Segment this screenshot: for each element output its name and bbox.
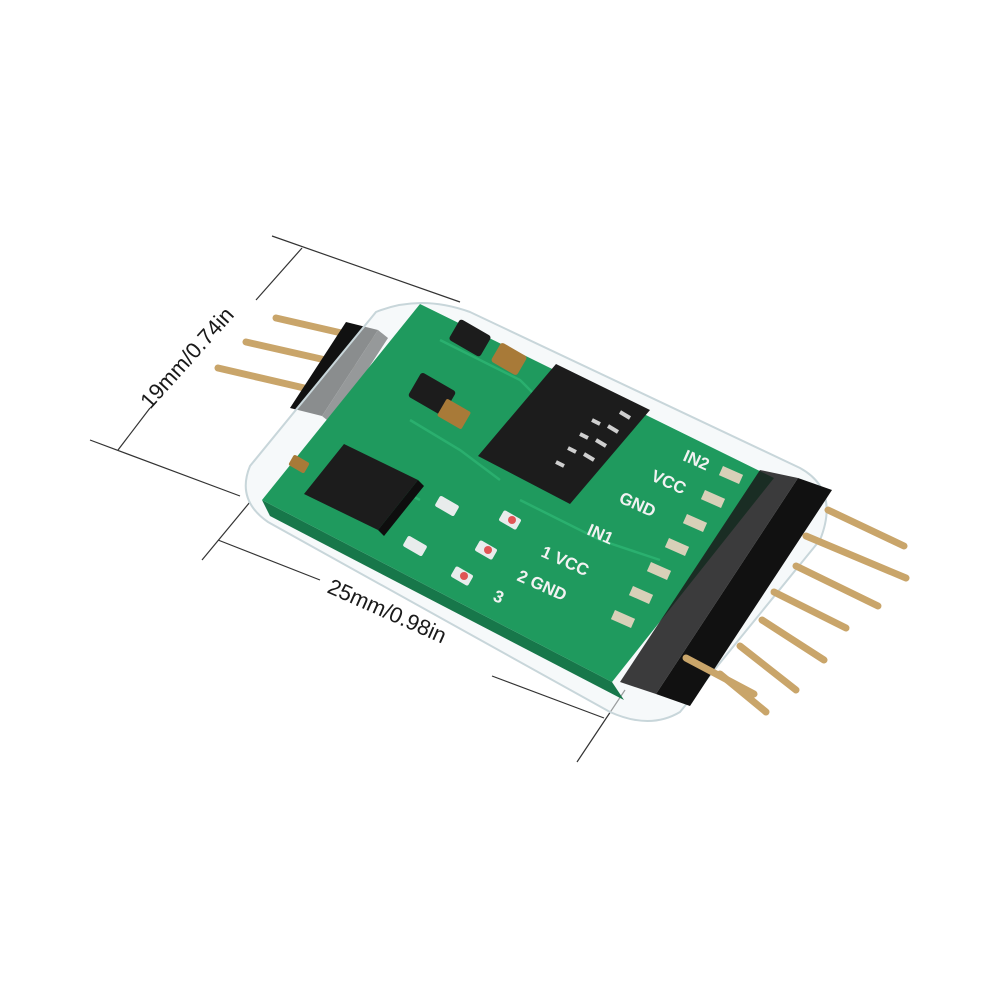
led-3-dot [460, 572, 468, 580]
pcb-edge [262, 500, 624, 700]
ic-chip-leads [555, 410, 632, 468]
right-pin-6 [736, 642, 800, 694]
right-pin-8 [682, 654, 758, 698]
right-header-housing [656, 478, 832, 706]
right-pin-5 [758, 616, 828, 664]
board-side-pin-stubs [610, 465, 744, 629]
width-dimension-line-left [217, 539, 321, 581]
smd-resistor-2 [435, 496, 459, 516]
led-2-dot [484, 546, 492, 554]
width-dimension-line-right [491, 675, 605, 719]
regulator-chip-side [378, 480, 424, 536]
right-pin-1 [824, 506, 908, 550]
smd-capacitor-1 [491, 343, 527, 375]
right-pin-4 [770, 588, 850, 632]
right-pin-3 [792, 562, 882, 610]
right-pin-header [620, 470, 832, 706]
right-header-pins [682, 506, 910, 716]
height-dimension-label: 19mm/0.74in [135, 302, 239, 413]
smd-resistor-1 [288, 455, 310, 473]
height-dimension-line-lower [117, 407, 151, 451]
height-extension-line-bottom [89, 439, 241, 497]
regulator-chip [304, 444, 418, 530]
smd-component-1 [449, 319, 491, 357]
led-1-dot [508, 516, 516, 524]
pcb-surface [262, 304, 774, 682]
smd-resistor-3 [403, 536, 427, 556]
right-pin-2 [802, 532, 910, 582]
smd-capacitor-2 [437, 399, 471, 429]
height-dimension-line-upper [255, 247, 303, 301]
right-header-housing-inner [620, 470, 798, 694]
width-extension-line-left [201, 501, 251, 561]
pcb-board: IN2 VCC GND IN1 1 VCC 2 GND 3 [262, 304, 774, 700]
ic-chip-body [478, 364, 650, 504]
ic-chip [478, 364, 650, 504]
height-extension-line-top [271, 235, 461, 303]
